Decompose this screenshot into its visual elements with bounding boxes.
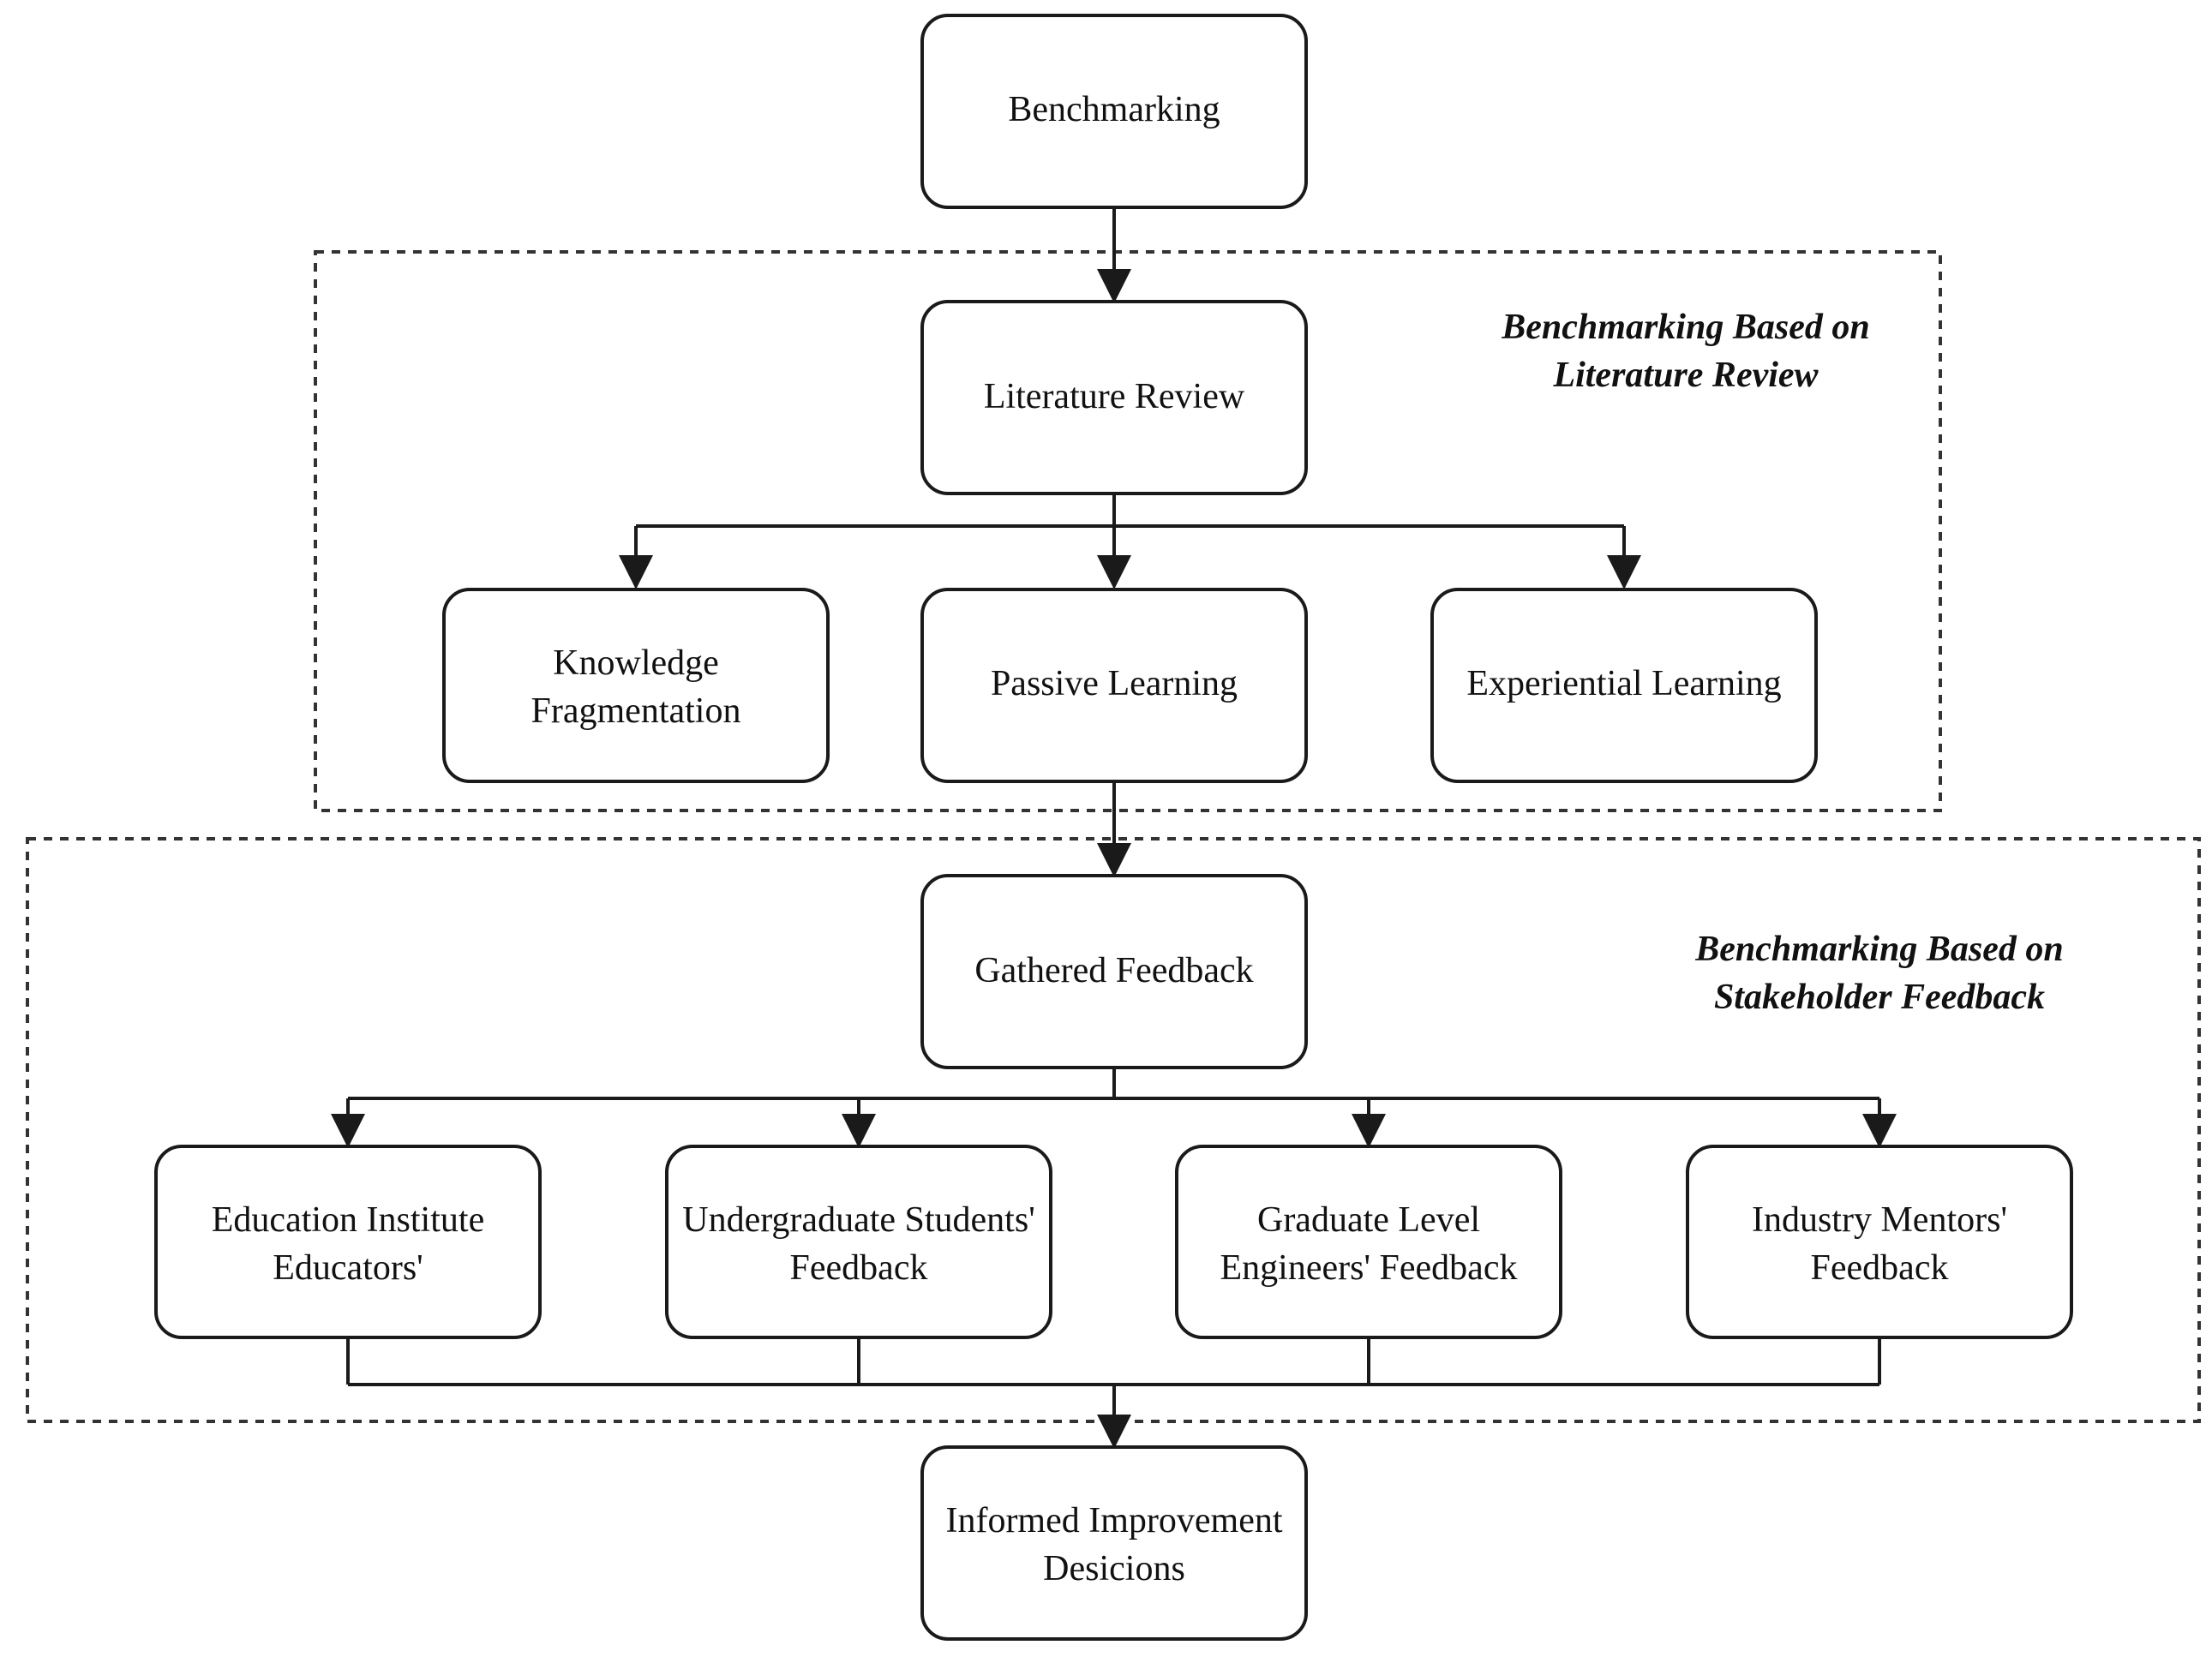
node-educators-line2: Educators' — [273, 1248, 423, 1288]
node-graduate-engineers-line1: Graduate Level — [1257, 1200, 1480, 1240]
group-stakeholder-title-line2: Stakeholder Feedback — [1714, 978, 2045, 1017]
node-industry-mentors-feedback: Industry Mentors' Feedback — [1686, 1145, 2073, 1339]
group-literature-title-line2: Literature Review — [1552, 356, 1819, 395]
node-benchmarking: Benchmarking — [920, 14, 1308, 209]
node-knowledge-fragmentation: Knowledge Fragmentation — [442, 588, 830, 783]
node-passive-learning: Passive Learning — [920, 588, 1308, 783]
node-gathered-feedback: Gathered Feedback — [920, 874, 1308, 1069]
node-benchmarking-label: Benchmarking — [1008, 90, 1220, 129]
node-literature-review-label: Literature Review — [984, 377, 1245, 416]
node-undergraduates-line1: Undergraduate Students' — [682, 1200, 1035, 1240]
node-undergraduate-feedback: Undergraduate Students' Feedback — [665, 1145, 1052, 1339]
node-informed-improvement-decisions: Informed Improvement Desicions — [920, 1445, 1308, 1641]
group-literature-title-line1: Benchmarking Based on — [1501, 308, 1869, 347]
node-undergraduates-line2: Feedback — [790, 1248, 928, 1288]
node-graduate-engineers-line2: Engineers' Feedback — [1220, 1248, 1518, 1288]
group-stakeholder-title-line1: Benchmarking Based on — [1694, 930, 2063, 969]
node-literature-review: Literature Review — [920, 300, 1308, 495]
node-experiential-learning-label: Experiential Learning — [1466, 664, 1781, 703]
node-educators-line1: Education Institute — [212, 1200, 484, 1240]
node-knowledge-fragmentation-line2: Fragmentation — [531, 691, 741, 731]
node-experiential-learning: Experiential Learning — [1430, 588, 1818, 783]
node-knowledge-fragmentation-line1: Knowledge — [553, 643, 719, 683]
node-industry-mentors-line2: Feedback — [1811, 1248, 1949, 1288]
node-passive-learning-label: Passive Learning — [991, 664, 1238, 703]
node-informed-decisions-line1: Informed Improvement — [945, 1501, 1282, 1540]
group-stakeholder-feedback: Benchmarking Based on Stakeholder Feedba… — [26, 837, 2201, 1423]
node-informed-decisions-line2: Desicions — [1043, 1549, 1185, 1588]
group-literature-review: Benchmarking Based on Literature Review — [314, 250, 1942, 812]
connectors — [331, 207, 1897, 1449]
node-gathered-feedback-label: Gathered Feedback — [974, 951, 1253, 990]
node-industry-mentors-line1: Industry Mentors' — [1752, 1200, 2007, 1240]
node-graduate-engineers-feedback: Graduate Level Engineers' Feedback — [1175, 1145, 1562, 1339]
node-educators-feedback: Education Institute Educators' — [154, 1145, 542, 1339]
